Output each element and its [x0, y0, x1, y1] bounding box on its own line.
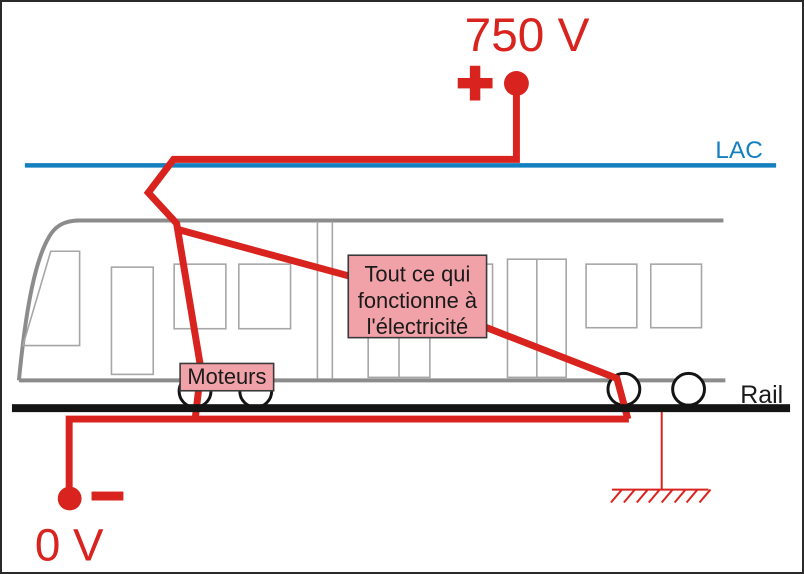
equipment-box: [347, 254, 488, 339]
plus-icon: [469, 65, 481, 101]
ground-hatch: [698, 488, 712, 504]
terminals: 750 V 0 V: [35, 9, 590, 570]
equipment-feed-wire: [176, 226, 351, 280]
tram-body: [16, 218, 726, 383]
rail-line: [11, 404, 791, 413]
equipment-box-line3: l'électricité: [367, 314, 468, 339]
return-wire: [65, 415, 629, 496]
equipment-box-line1: Tout ce qui: [365, 262, 471, 287]
positive-terminal-dot: [503, 71, 529, 96]
tram-nose: [16, 218, 80, 381]
negative-terminal-dot: [57, 486, 82, 511]
ground-hatch: [610, 488, 623, 504]
motors-box: [179, 362, 275, 392]
window: [173, 263, 227, 330]
ground-icon: [610, 411, 712, 504]
annotation-texts: Tout ce qui fonctionne à l'électricité M…: [187, 262, 478, 389]
window: [585, 263, 638, 329]
door: [110, 266, 155, 376]
wheel: [671, 371, 706, 407]
overhead-voltage-label: 750 V: [465, 9, 590, 62]
lac-label: LAC: [715, 137, 762, 164]
minus-icon: [91, 491, 124, 501]
motors-box-label: Moteurs: [187, 364, 266, 389]
ground-hatch: [660, 488, 674, 504]
equipment-box-line2: fonctionne à: [358, 288, 478, 313]
ground-hatch: [648, 488, 661, 504]
ground-hatch: [623, 488, 636, 504]
window: [649, 263, 703, 329]
ground-hatch: [673, 488, 687, 504]
ground-hatch: [685, 488, 699, 504]
rail-label: Rail: [740, 382, 783, 409]
annotation-boxes: [179, 254, 488, 392]
window: [238, 263, 292, 330]
ground-hatch: [636, 488, 649, 504]
windshield: [21, 250, 81, 347]
rail-voltage-label: 0 V: [35, 520, 104, 571]
